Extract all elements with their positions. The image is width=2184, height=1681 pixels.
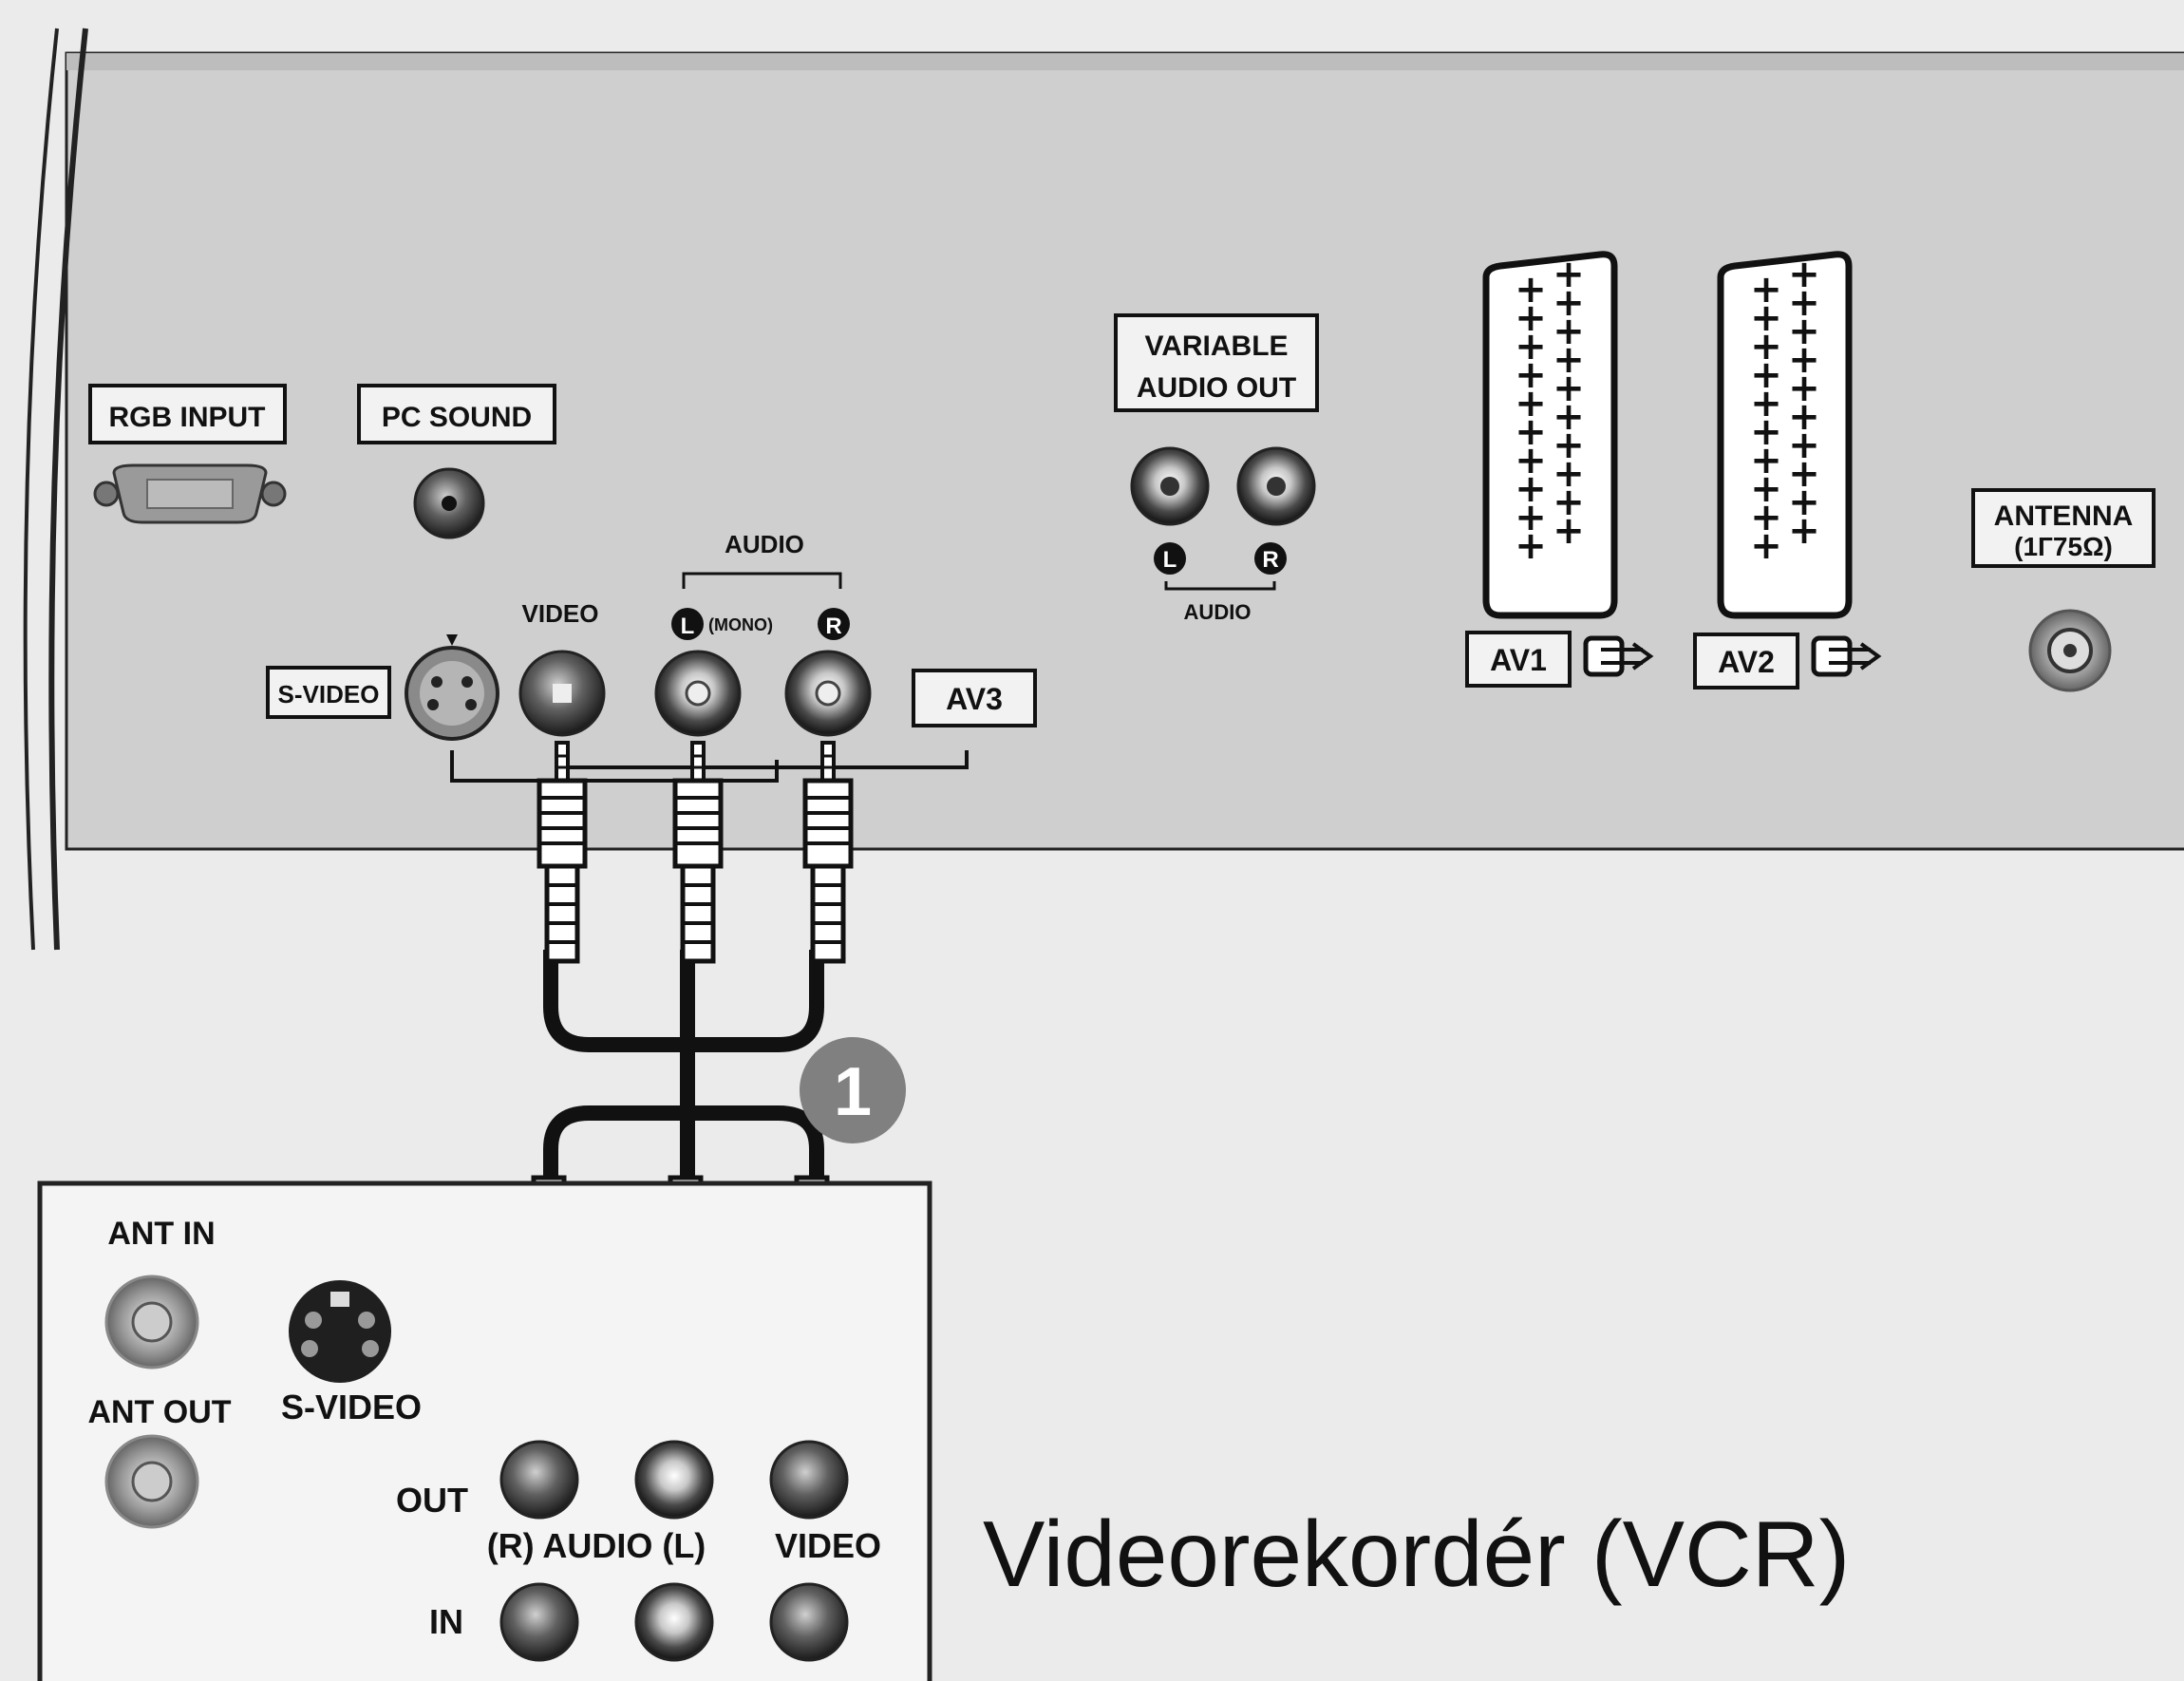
scart-direction-icon <box>1583 635 1654 677</box>
scart-pin: + <box>1553 395 1585 439</box>
vcr-s-video-label: S-VIDEO <box>281 1388 422 1426</box>
pc-sound-connector: PC SOUND <box>357 384 556 539</box>
mono-label: (MONO) <box>708 615 773 634</box>
scart-pin: + <box>1750 410 1782 454</box>
vcr-ant-out-label: ANT OUT <box>87 1394 231 1430</box>
step-number: 1 <box>834 1054 872 1130</box>
s-video-label: S-VIDEO <box>278 680 380 708</box>
scart-pin: + <box>1515 439 1547 482</box>
scart-pin: + <box>1553 338 1585 382</box>
av1-label: AV1 <box>1490 643 1547 677</box>
scart-pin: + <box>1515 467 1547 511</box>
audio-group-label: AUDIO <box>725 530 804 558</box>
scart-pin: + <box>1750 524 1782 568</box>
diagram-caption: Videorekordér (VCR) <box>983 1502 1851 1606</box>
scart-pin: + <box>1788 481 1820 524</box>
scart-pin: + <box>1788 338 1820 382</box>
vcr-ant-in-label: ANT IN <box>107 1216 215 1252</box>
scart-pin: + <box>1788 509 1820 553</box>
tv-rear-panel <box>23 28 2184 951</box>
scart-pin: + <box>1515 524 1547 568</box>
step-callout: 1 <box>800 1037 906 1143</box>
scart-pin: + <box>1750 353 1782 397</box>
scart-pin: + <box>1515 296 1547 340</box>
scart-pin: + <box>1553 367 1585 410</box>
vcr-rear-panel: ANT IN ANT OUT S-VIDEO OUT (R) AUDIO (L)… <box>37 1180 932 1681</box>
scart-pin: + <box>1750 439 1782 482</box>
scart-pin: + <box>1515 268 1547 312</box>
av1-scart-connector: ++++++++++++++++++++ AV1 <box>1465 251 1654 688</box>
scart-pin: + <box>1788 395 1820 439</box>
variable-audio-out: VARIABLE AUDIO OUT L R AUDIO <box>1114 313 1319 624</box>
av3-s-video: S-VIDEO <box>266 634 499 741</box>
vcr-video-label: VIDEO <box>775 1526 881 1565</box>
rca-cable <box>526 743 851 1401</box>
av3-audio-left-jack <box>654 650 742 737</box>
scart-pin: + <box>1750 325 1782 368</box>
scart-pin: + <box>1750 296 1782 340</box>
av3-label: AV3 <box>946 682 1003 716</box>
pc-sound-label: PC SOUND <box>382 402 532 433</box>
scart-pin: + <box>1750 382 1782 425</box>
var-left-marker: L <box>1163 547 1177 573</box>
scart-pin: + <box>1553 424 1585 467</box>
vcr-out-video-jack <box>769 1440 849 1520</box>
scart-pin: + <box>1515 410 1547 454</box>
var-audio-label: AUDIO <box>1184 600 1252 624</box>
vcr-out-audio-left-jack <box>634 1440 714 1520</box>
left-marker: L <box>681 614 695 639</box>
av3-audio-markers: L (MONO) R <box>671 608 850 640</box>
right-marker: R <box>825 614 841 639</box>
av2-scart-connector: ++++++++++++++++++++ AV2 <box>1693 251 1882 689</box>
scart-pin: + <box>1788 424 1820 467</box>
vcr-out-audio-right-jack <box>499 1440 579 1520</box>
scart-pin: + <box>1788 452 1820 496</box>
av3-audio-right-jack <box>784 650 872 737</box>
scart-pin: + <box>1553 452 1585 496</box>
antenna-label-1: ANTENNA <box>1994 501 2134 532</box>
scart-pin: + <box>1788 367 1820 410</box>
vcr-in-audio-left-jack <box>634 1582 714 1662</box>
antenna-connector: ANTENNA (1Г75Ω) <box>1971 488 2156 692</box>
audio-group: AUDIO <box>682 530 842 589</box>
av2-label: AV2 <box>1718 645 1775 679</box>
scart-pin: + <box>1553 253 1585 296</box>
var-right-marker: R <box>1262 547 1278 573</box>
scart-pin: + <box>1553 509 1585 553</box>
rgb-input-connector: RGB INPUT <box>88 384 287 524</box>
scart-pin: + <box>1750 496 1782 539</box>
vcr-in-audio-right-jack <box>499 1582 579 1662</box>
scart-pin: + <box>1515 353 1547 397</box>
scart-pin: + <box>1750 268 1782 312</box>
vcr-out-label: OUT <box>396 1481 468 1520</box>
scart-pin: + <box>1553 281 1585 325</box>
scart-pin: + <box>1515 382 1547 425</box>
scart-pin: + <box>1515 325 1547 368</box>
scart-pin: + <box>1788 253 1820 296</box>
scart-pin: + <box>1515 496 1547 539</box>
variable-audio-out-label-2: AUDIO OUT <box>1137 372 1296 404</box>
vcr-audio-label: (R) AUDIO (L) <box>487 1526 706 1565</box>
av3-video-label: VIDEO <box>522 599 599 628</box>
scart-pin: + <box>1788 310 1820 353</box>
av3-video-jack <box>518 650 606 737</box>
scart-pin: + <box>1553 310 1585 353</box>
vcr-in-video-jack <box>769 1582 849 1662</box>
scart-pin: + <box>1788 281 1820 325</box>
rgb-input-label: RGB INPUT <box>109 402 266 433</box>
variable-audio-out-label-1: VARIABLE <box>1144 331 1288 362</box>
scart-pin: + <box>1750 467 1782 511</box>
scart-pin: + <box>1553 481 1585 524</box>
vcr-in-label: IN <box>429 1602 463 1641</box>
scart-direction-icon <box>1811 635 1882 677</box>
antenna-label-2: (1Г75Ω) <box>2014 532 2113 561</box>
vcr-s-video-jack <box>289 1280 391 1383</box>
